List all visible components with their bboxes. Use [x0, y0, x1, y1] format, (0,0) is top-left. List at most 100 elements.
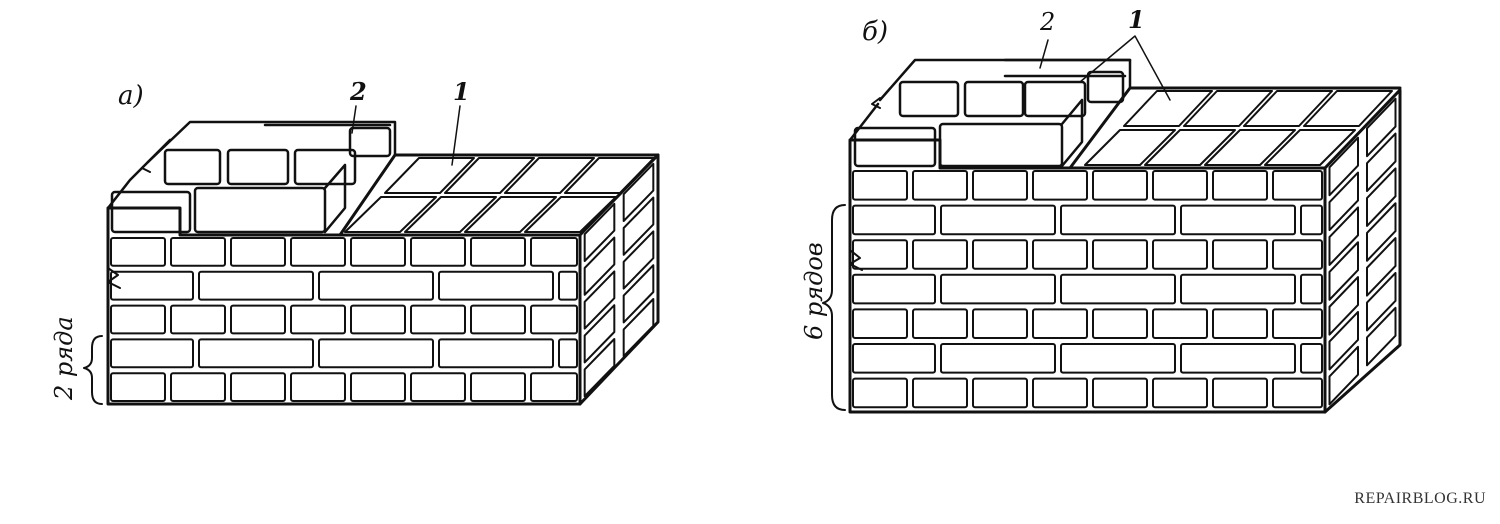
rows-brace-a [83, 335, 103, 405]
brick [1092, 377, 1148, 409]
brick [438, 270, 554, 301]
brick [1032, 170, 1088, 201]
side-brick [1366, 202, 1397, 262]
rows-label-b: 6 рядов [800, 242, 828, 340]
brick [470, 304, 526, 335]
figure-a-break-marks [107, 267, 121, 289]
brick [290, 304, 346, 335]
top-brick [1243, 90, 1333, 127]
brick [110, 270, 194, 301]
top-brick [444, 157, 535, 194]
brick [1300, 204, 1323, 236]
brick [912, 239, 968, 270]
rows-label-a: 2 ряда [50, 316, 78, 401]
side-brick [1366, 306, 1397, 367]
brick [1180, 343, 1296, 374]
top-brick [384, 157, 475, 194]
brick [852, 170, 908, 201]
figure-b-top-course [1068, 86, 1402, 170]
side-brick [1366, 97, 1397, 158]
brick [972, 170, 1028, 201]
side-brick [1366, 132, 1397, 193]
brick [410, 304, 466, 335]
figure-a-side-face [578, 153, 660, 406]
rows-brace-b [822, 204, 846, 411]
brick [940, 343, 1056, 374]
side-brick [622, 162, 655, 222]
brick [230, 372, 286, 403]
top-brick [564, 157, 655, 194]
watermark: REPAIRBLOG.RU [1354, 490, 1486, 507]
side-brick [583, 338, 616, 398]
figure-a-front-face [106, 206, 582, 406]
brick [530, 237, 578, 267]
top-brick [1183, 90, 1273, 127]
side-brick [1328, 136, 1359, 197]
brick [1152, 308, 1208, 339]
top-brick [464, 196, 557, 233]
brick [1092, 239, 1148, 270]
brick [1272, 377, 1323, 409]
brick [170, 372, 226, 403]
side-brick [1328, 345, 1359, 406]
brick [110, 372, 166, 403]
brick [972, 308, 1028, 339]
brick [410, 237, 466, 267]
side-brick [1328, 276, 1359, 336]
brick [530, 372, 578, 403]
brick [350, 372, 406, 403]
brick [1060, 343, 1176, 374]
brick [1180, 273, 1296, 305]
brick [1212, 377, 1268, 409]
side-brick [622, 196, 655, 256]
side-brick [1366, 167, 1397, 227]
side-brick [1328, 206, 1359, 266]
brick [852, 239, 908, 270]
callout-2-a: 2 [349, 77, 367, 106]
brick [852, 377, 908, 409]
top-brick [504, 157, 595, 194]
brick [438, 338, 554, 369]
side-brick [1328, 241, 1359, 301]
callout-1-a: 1 [453, 77, 470, 106]
brick [912, 170, 968, 201]
figure-a-top-course [338, 153, 660, 237]
top-brick [1144, 129, 1236, 166]
brick [470, 237, 526, 267]
side-brick [1366, 237, 1397, 297]
brick [1272, 170, 1323, 201]
brick [1032, 377, 1088, 409]
brick [1152, 170, 1208, 201]
top-brick [1264, 129, 1356, 166]
brick [1212, 170, 1268, 201]
brick [1060, 273, 1176, 305]
top-brick [1303, 90, 1393, 127]
brick [170, 237, 226, 267]
brick [198, 338, 314, 369]
brick [1032, 308, 1088, 339]
side-brick [583, 202, 616, 262]
brick [110, 338, 194, 369]
brick [852, 204, 936, 236]
side-brick [622, 264, 655, 324]
brick [170, 304, 226, 335]
top-brick [1123, 90, 1213, 127]
brick [1060, 204, 1176, 236]
brick [940, 204, 1056, 236]
brick [290, 237, 346, 267]
callout-1-b: 1 [1128, 5, 1145, 34]
brick [1092, 170, 1148, 201]
figure-b-stepped-course [848, 58, 1132, 168]
brick [1032, 239, 1088, 270]
brick [350, 237, 406, 267]
brick [1272, 308, 1323, 339]
brick [912, 308, 968, 339]
side-brick [1328, 310, 1359, 371]
brick [852, 343, 936, 374]
figure-a-leaders [351, 105, 461, 166]
brick [852, 308, 908, 339]
brick [1300, 273, 1323, 305]
brick [972, 377, 1028, 409]
brick [1212, 239, 1268, 270]
